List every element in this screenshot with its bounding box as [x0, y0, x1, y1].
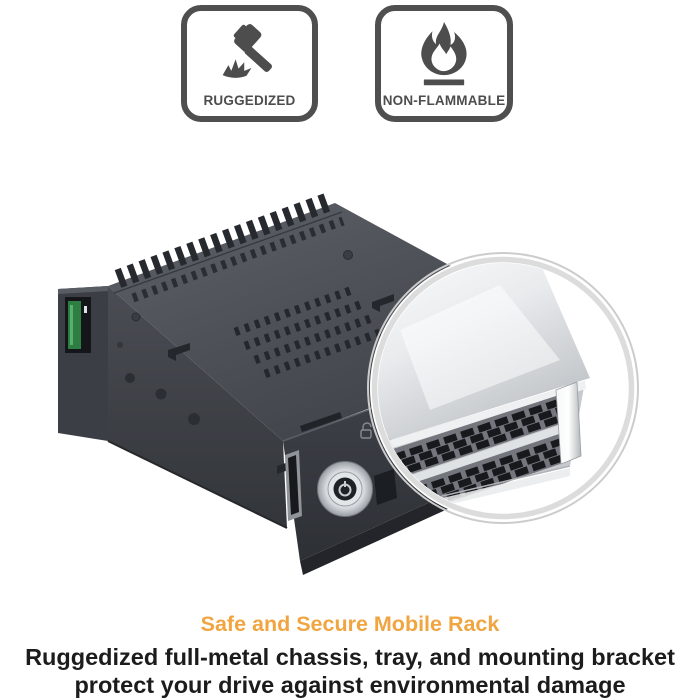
caption-description-line2: protect your drive against environmental…: [74, 671, 626, 698]
magnifier-lens: [367, 252, 639, 524]
badge-ruggedized-label: RUGGEDIZED: [203, 93, 296, 108]
badge-non-flammable: NON-FLAMMABLE: [375, 5, 513, 122]
unlock-engraving-icon: [360, 422, 372, 439]
vent-detail-magnified: [378, 263, 590, 513]
caption-description-line1: Ruggedized full-metal chassis, tray, and…: [25, 644, 675, 670]
caption-title: Safe and Secure Mobile Rack: [200, 612, 500, 636]
sata-connector: [65, 297, 91, 353]
badge-non-flammable-label: NON-FLAMMABLE: [382, 93, 506, 108]
caption-description: Ruggedized full-metal chassis, tray, and…: [0, 644, 700, 699]
flame-icon: [421, 21, 467, 86]
product-photo: [58, 193, 639, 575]
badge-ruggedized: RUGGEDIZED: [181, 5, 318, 122]
keylock-icon: [317, 461, 373, 517]
hammer-impact-icon: [222, 24, 272, 78]
lens-ring: [371, 256, 635, 520]
